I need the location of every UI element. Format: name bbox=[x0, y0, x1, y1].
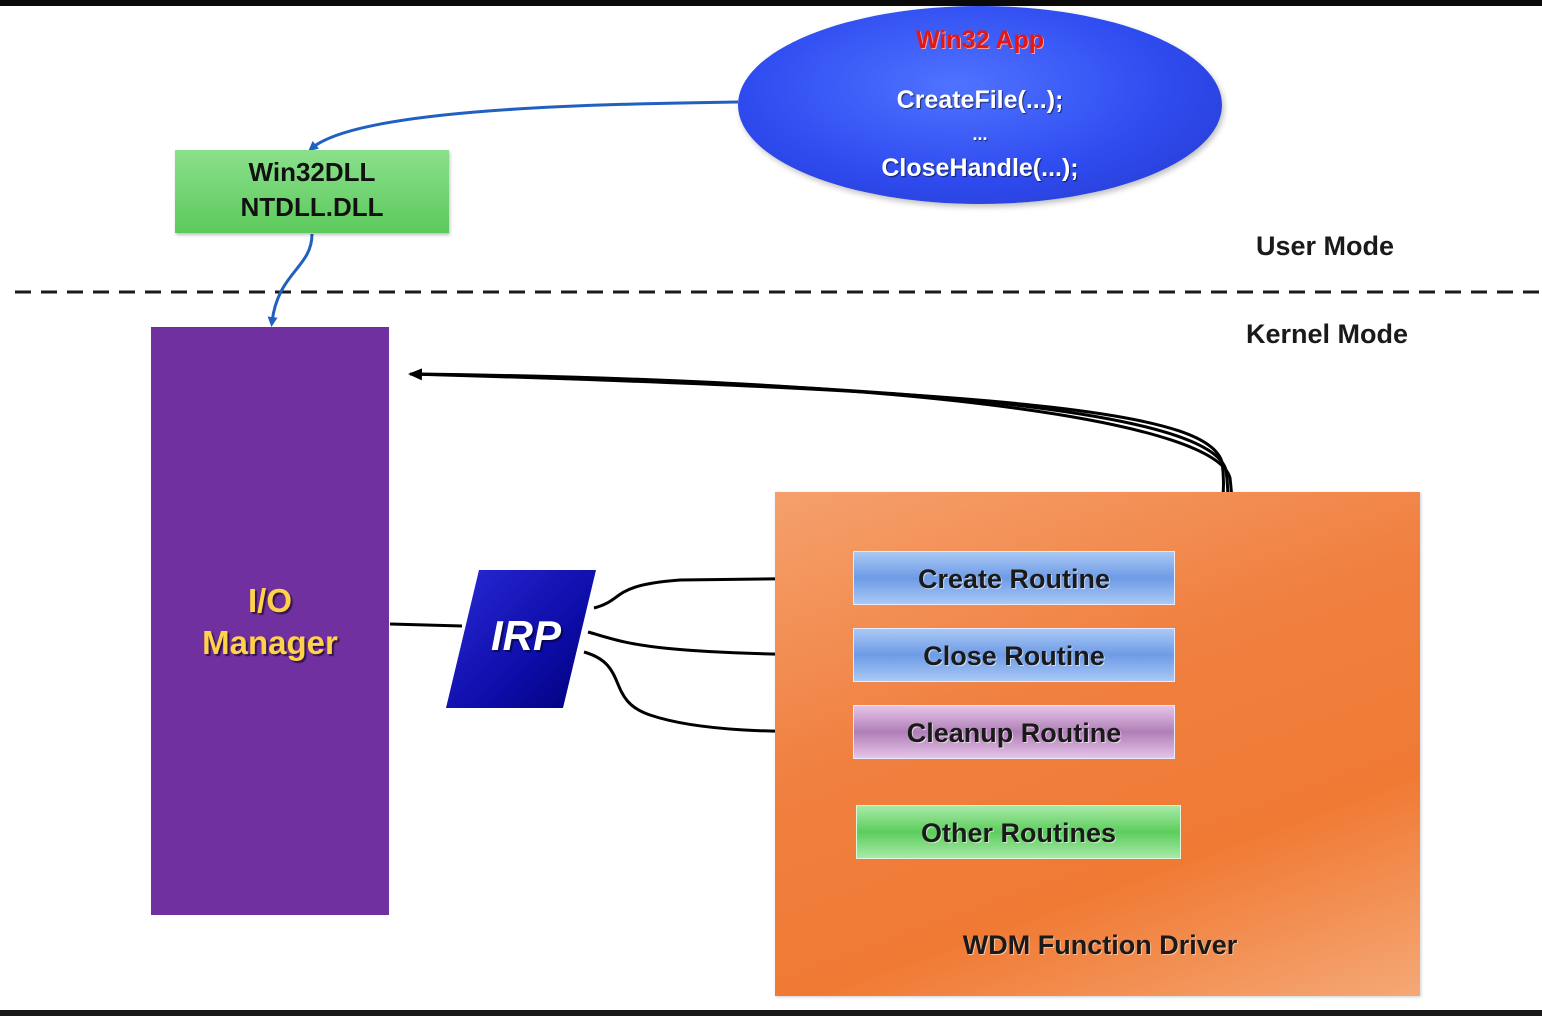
win32-app-node bbox=[738, 6, 1222, 204]
top-border bbox=[0, 0, 1542, 6]
dll-node bbox=[175, 150, 449, 233]
io-manager-node bbox=[151, 327, 389, 915]
other-routines-node: Other Routines bbox=[856, 805, 1181, 859]
kernel-mode-label: Kernel Mode bbox=[1246, 319, 1409, 349]
io-manager-label-line2: Manager bbox=[202, 624, 338, 661]
create-routine-node: Create Routine bbox=[853, 551, 1175, 605]
app-code-line-createfile: CreateFile(...); bbox=[896, 86, 1064, 114]
dll-label-ntdll: NTDLL.DLL bbox=[240, 192, 384, 222]
dll-to-io-arrow bbox=[267, 233, 314, 327]
cleanup-routine-node: Cleanup Routine bbox=[853, 705, 1175, 759]
wdm-driver-label: WDM Function Driver bbox=[962, 930, 1238, 960]
app-code-line-ellipsis: ... bbox=[972, 124, 988, 144]
user-mode-label: User Mode bbox=[1256, 231, 1395, 261]
app-code-line-closehandle: CloseHandle(...); bbox=[881, 154, 1079, 182]
bottom-border bbox=[0, 1010, 1542, 1016]
io-to-irp-connector bbox=[389, 622, 463, 628]
win32-app-title: Win32 App bbox=[915, 26, 1044, 54]
irp-label: IRP bbox=[490, 612, 561, 659]
irp-to-create-arrow bbox=[593, 572, 850, 610]
app-to-dll-arrow bbox=[308, 100, 739, 152]
io-manager-label-line1: I/O bbox=[247, 582, 292, 619]
dll-label-win32dll: Win32DLL bbox=[248, 157, 376, 187]
close-routine-node: Close Routine bbox=[853, 628, 1175, 682]
